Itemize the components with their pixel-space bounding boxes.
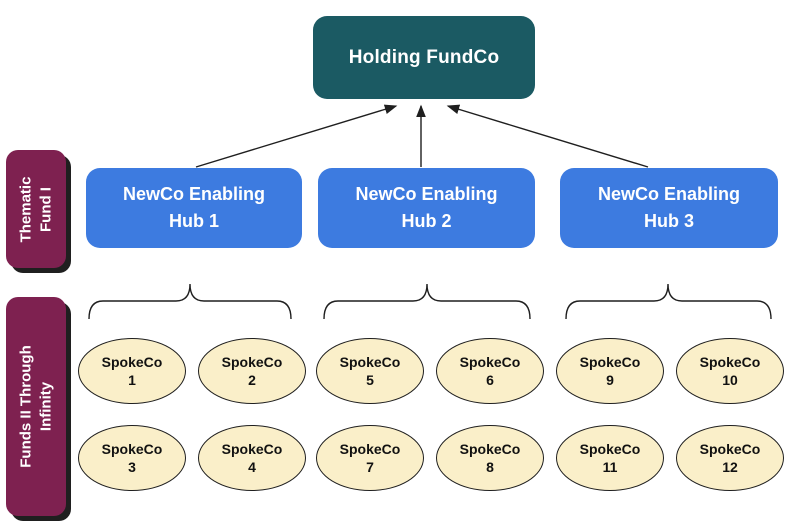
arrow-hub3-to-root: [446, 104, 649, 168]
spoke-number: 5: [366, 372, 374, 388]
thematic-fund-1-label-box: Thematic Fund I: [6, 150, 66, 268]
spoke-number: 12: [722, 459, 738, 475]
spoke-number: 11: [602, 459, 618, 475]
side-label-1-line2: Fund I: [37, 186, 55, 232]
hub-3-label-line1: NewCo Enabling: [597, 184, 740, 204]
spoke-spokeco-1: SpokeCo 1: [78, 338, 186, 404]
spoke-name: SpokeCo: [459, 440, 521, 457]
spoke-number: 9: [606, 372, 614, 388]
spoke-number: 4: [248, 459, 256, 475]
spoke-number: 6: [486, 372, 494, 388]
spoke-name: SpokeCo: [221, 440, 283, 457]
spoke-spokeco-12: SpokeCo 12: [676, 425, 784, 491]
brace-group-3-icon: [565, 283, 772, 320]
spoke-name: SpokeCo: [459, 353, 521, 370]
spoke-group-2: SpokeCo 5 SpokeCo 6 SpokeCo 7 SpokeCo 8: [316, 338, 544, 491]
spoke-spokeco-5: SpokeCo 5: [316, 338, 424, 404]
hub-3-label-line2: Hub 3: [643, 211, 694, 231]
spoke-number: 10: [722, 372, 738, 388]
spoke-spokeco-8: SpokeCo 8: [436, 425, 544, 491]
hub-2-label-line2: Hub 2: [401, 211, 452, 231]
funds-ii-through-infinity-label: Funds II Through Infinity: [17, 345, 56, 467]
spoke-spokeco-3: SpokeCo 3: [78, 425, 186, 491]
hub-1-label-line2: Hub 1: [168, 211, 219, 231]
spoke-name: SpokeCo: [579, 353, 641, 370]
hub-2-label-line1: NewCo Enabling: [355, 184, 498, 204]
spoke-name: SpokeCo: [339, 440, 401, 457]
newco-hub-2-box: NewCo Enabling Hub 2: [318, 168, 535, 248]
spoke-spokeco-10: SpokeCo 10: [676, 338, 784, 404]
brace-group-1-icon: [88, 283, 292, 320]
holding-fundco-box: Holding FundCo: [313, 16, 535, 99]
newco-hub-3-box: NewCo Enabling Hub 3: [560, 168, 778, 248]
spoke-spokeco-9: SpokeCo 9: [556, 338, 664, 404]
spoke-name: SpokeCo: [699, 353, 761, 370]
spoke-name: SpokeCo: [221, 353, 283, 370]
spoke-number: 8: [486, 459, 494, 475]
spoke-number: 1: [128, 372, 136, 388]
spoke-number: 3: [128, 459, 136, 475]
thematic-fund-1-label: Thematic Fund I: [17, 176, 56, 242]
side-label-1-line1: Thematic: [17, 176, 35, 242]
holding-fundco-label: Holding FundCo: [348, 46, 500, 68]
spoke-spokeco-7: SpokeCo 7: [316, 425, 424, 491]
hub-1-label-line1: NewCo Enabling: [122, 184, 265, 204]
spoke-name: SpokeCo: [699, 440, 761, 457]
spoke-spokeco-11: SpokeCo 11: [556, 425, 664, 491]
spoke-group-1: SpokeCo 1 SpokeCo 2 SpokeCo 3 SpokeCo 4: [78, 338, 306, 491]
spoke-name: SpokeCo: [339, 353, 401, 370]
spoke-group-3: SpokeCo 9 SpokeCo 10 SpokeCo 11 SpokeCo …: [556, 338, 784, 491]
spoke-name: SpokeCo: [579, 440, 641, 457]
spoke-number: 2: [248, 372, 256, 388]
spoke-name: SpokeCo: [101, 440, 163, 457]
newco-hub-1-box: NewCo Enabling Hub 1: [86, 168, 302, 248]
side-label-2-line1: Funds II Through: [17, 345, 35, 468]
brace-group-2-icon: [323, 283, 531, 320]
funds-ii-through-infinity-label-box: Funds II Through Infinity: [6, 297, 66, 516]
spoke-spokeco-6: SpokeCo 6: [436, 338, 544, 404]
side-label-2-line2: Infinity: [37, 381, 55, 432]
arrow-hub1-to-root: [195, 104, 398, 168]
spoke-number: 7: [366, 459, 374, 475]
spoke-spokeco-4: SpokeCo 4: [198, 425, 306, 491]
spoke-name: SpokeCo: [101, 353, 163, 370]
spoke-spokeco-2: SpokeCo 2: [198, 338, 306, 404]
